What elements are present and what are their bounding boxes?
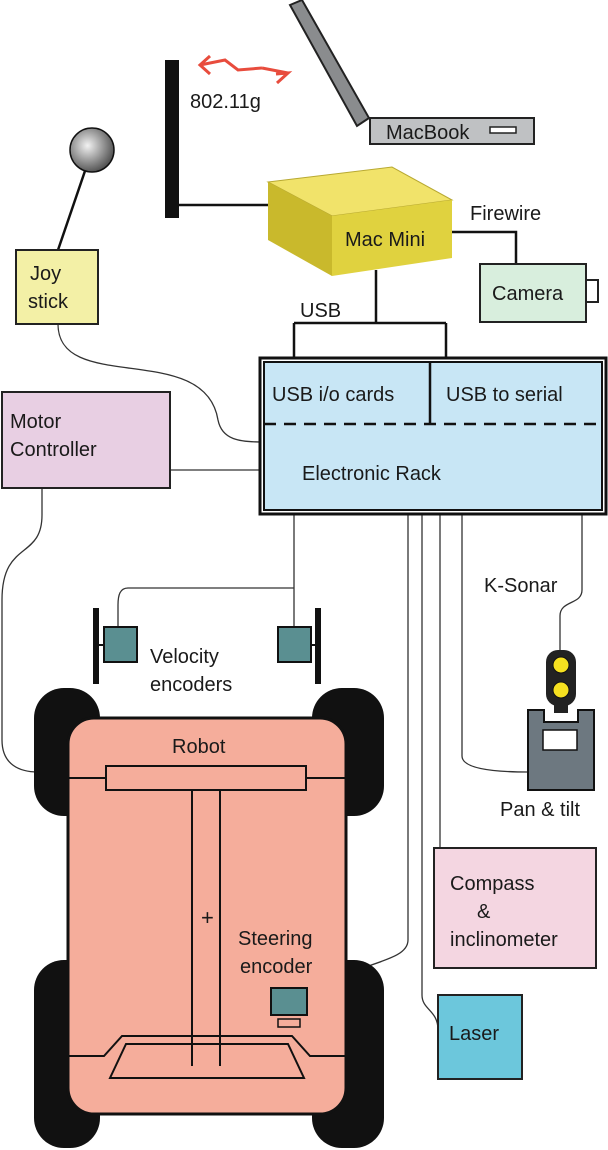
motor-drive-cable bbox=[1, 488, 43, 773]
velocity-encoders-label-line1: Velocity bbox=[150, 646, 219, 668]
joystick-cable bbox=[57, 323, 263, 443]
laser: Laser bbox=[437, 994, 523, 1080]
usb-to-serial-label: USB to serial bbox=[446, 384, 563, 406]
k-sonar bbox=[546, 650, 576, 713]
camera: Camera bbox=[479, 263, 599, 323]
macbook: MacBook bbox=[288, 0, 535, 145]
electronic-rack-label: Electronic Rack bbox=[302, 463, 442, 485]
compass-label-line3: inclinometer bbox=[450, 929, 558, 951]
robot-label: Robot bbox=[172, 736, 226, 758]
robot-center-mark: + bbox=[201, 905, 214, 930]
laser-label: Laser bbox=[449, 1023, 499, 1045]
firewire-label: Firewire bbox=[470, 203, 541, 225]
pan-tilt-window bbox=[542, 729, 578, 751]
mac-mini-front bbox=[332, 200, 452, 276]
pan-tilt-cable bbox=[461, 514, 529, 773]
pan-tilt: Pan & tilt bbox=[500, 709, 595, 821]
k-sonar-mount bbox=[554, 705, 568, 713]
motor-controller: Motor Controller bbox=[1, 391, 171, 489]
mac-mini-label: Mac Mini bbox=[345, 229, 425, 251]
electronic-rack-inner bbox=[263, 361, 603, 511]
wireless-signal-icon bbox=[197, 54, 293, 85]
steering-encoder-label-line2: encoder bbox=[240, 956, 313, 978]
laser-box bbox=[437, 994, 523, 1080]
velocity-encoders-label-line2: encoders bbox=[150, 674, 232, 696]
usb-label: USB bbox=[300, 300, 341, 322]
steering-encoder-label-line1: Steering bbox=[238, 928, 313, 950]
k-sonar-upper-light bbox=[552, 656, 570, 674]
robot: + Robot Steering encoder bbox=[34, 688, 384, 1148]
macbook-screen bbox=[288, 0, 371, 128]
k-sonar-lower-light bbox=[552, 681, 570, 699]
usb-cable bbox=[292, 270, 448, 360]
joystick: Joy stick bbox=[15, 127, 115, 325]
k-sonar-cable bbox=[559, 514, 583, 650]
left-wheel-axle bbox=[93, 608, 99, 684]
pan-tilt-label: Pan & tilt bbox=[500, 799, 580, 821]
robot-chassis bbox=[68, 765, 346, 1079]
compass-box bbox=[433, 847, 597, 969]
firewire-cable bbox=[452, 230, 518, 264]
right-wheel-axle bbox=[315, 608, 321, 684]
mac-mini-left bbox=[268, 182, 332, 276]
electronic-rack: USB i/o cards USB to serial Electronic R… bbox=[258, 356, 608, 516]
velocity-encoders: Velocity encoders bbox=[93, 608, 321, 696]
right-velocity-encoder bbox=[277, 626, 312, 663]
velocity-encoder-cable bbox=[117, 514, 295, 627]
compass-inclinometer: Compass & inclinometer bbox=[433, 847, 597, 969]
camera-label: Camera bbox=[492, 283, 564, 305]
wifi-label: 802.11g bbox=[190, 91, 261, 113]
compass-label-line1: Compass bbox=[450, 873, 534, 895]
antenna bbox=[165, 60, 179, 218]
joystick-arm bbox=[56, 167, 88, 251]
macbook-label: MacBook bbox=[386, 122, 470, 144]
k-sonar-label: K-Sonar bbox=[484, 575, 558, 597]
joystick-box bbox=[15, 249, 99, 325]
motor-controller-box bbox=[1, 391, 171, 489]
joystick-label-line1: Joy bbox=[30, 263, 61, 285]
mac-mini: Mac Mini bbox=[266, 166, 454, 276]
joystick-label-line2: stick bbox=[28, 291, 69, 313]
steering-encoder bbox=[270, 987, 308, 1016]
motor-controller-label-line2: Controller bbox=[10, 439, 97, 461]
compass-label-line2: & bbox=[477, 901, 491, 923]
steering-encoder-base bbox=[277, 1018, 301, 1028]
joystick-knob bbox=[69, 127, 115, 173]
usb-io-cards-label: USB i/o cards bbox=[272, 384, 394, 406]
macbook-slot bbox=[489, 126, 517, 134]
wifi-group: 802.11g bbox=[165, 54, 293, 218]
left-velocity-encoder bbox=[103, 626, 138, 663]
camera-lens bbox=[585, 279, 599, 303]
motor-controller-label-line1: Motor bbox=[10, 411, 61, 433]
